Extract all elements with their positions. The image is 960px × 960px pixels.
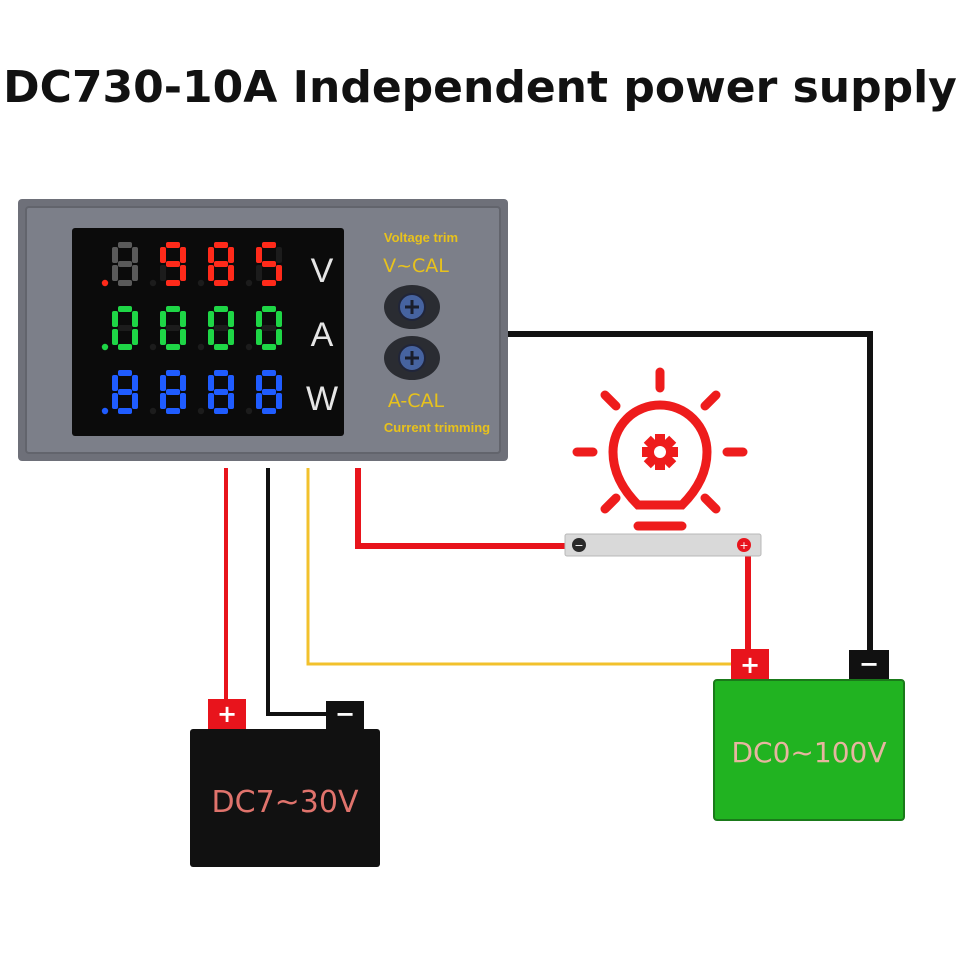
meter-digit — [245, 306, 282, 351]
gear-icon — [642, 434, 678, 470]
acal-trim-knob[interactable] — [384, 336, 440, 380]
wire-black-to-supply — [266, 468, 330, 716]
meter: V A W Voltage trim V~CAL A-CAL Current t… — [18, 199, 508, 461]
meter-digit — [101, 306, 138, 351]
wire-black-meter-to-load-battery — [508, 331, 873, 650]
meter-digit — [149, 306, 186, 351]
load-battery-body — [713, 679, 905, 821]
wires — [224, 331, 873, 716]
meter-digit — [197, 306, 234, 351]
unit-label-w: W — [306, 380, 338, 418]
meter-digit-rows — [101, 242, 282, 415]
meter-digit — [149, 370, 186, 415]
meter-digit — [101, 370, 138, 415]
unit-label-v: V — [311, 252, 334, 290]
meter-digit — [245, 242, 282, 287]
load-terminal-bar: − + — [564, 533, 762, 557]
load-battery-label: DC0~100V — [732, 736, 887, 769]
supply-battery-plus-terminal — [208, 699, 246, 729]
load-plus-symbol: + — [739, 539, 748, 552]
supply-battery-label: DC7~30V — [212, 785, 359, 820]
load-battery-plus-terminal — [731, 649, 769, 680]
meter-digit — [245, 370, 282, 415]
meter-digit — [197, 370, 234, 415]
wire-red-meter-to-load — [355, 468, 568, 549]
load-battery-minus-terminal — [849, 650, 889, 680]
supply-battery-minus-symbol: − — [335, 700, 355, 728]
supply-battery-body — [190, 729, 380, 867]
light-bulb-icon — [572, 367, 748, 531]
load-minus-symbol: − — [574, 539, 583, 552]
supply-battery-minus-terminal — [326, 701, 364, 729]
acal-label: A-CAL — [388, 390, 445, 412]
wire-yellow-sense — [306, 468, 732, 666]
meter-digit — [197, 242, 234, 287]
load-battery: + − DC0~100V — [713, 649, 905, 821]
meter-digit — [101, 242, 138, 287]
load-battery-plus-symbol: + — [740, 651, 760, 679]
voltage-trim-label: Voltage trim — [384, 230, 458, 245]
vcal-label: V~CAL — [383, 255, 449, 277]
supply-battery-plus-symbol: + — [217, 700, 237, 728]
load-battery-minus-symbol: − — [859, 650, 879, 678]
current-trim-label: Current trimming — [384, 420, 490, 435]
meter-digit — [149, 242, 186, 287]
unit-label-a: A — [311, 316, 334, 354]
supply-battery: + − DC7~30V — [190, 699, 380, 867]
page-title: DC730-10A Independent power supply — [3, 62, 957, 113]
vcal-trim-knob[interactable] — [384, 285, 440, 329]
